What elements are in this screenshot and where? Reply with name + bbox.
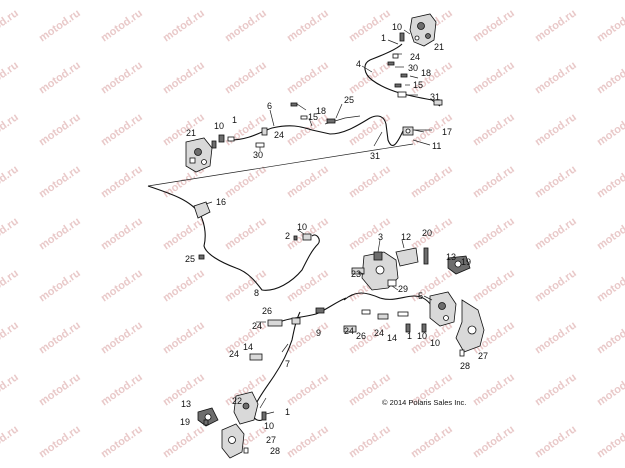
bracket-27-bottom	[221, 423, 245, 459]
caliper-22-bottom	[233, 391, 259, 425]
callout-19: 19	[461, 257, 471, 267]
fitting-top-right	[433, 99, 443, 106]
junction-block-17	[402, 126, 432, 146]
callout-21: 21	[186, 128, 196, 138]
callout-8: 8	[254, 288, 259, 298]
callout-10: 10	[417, 331, 427, 341]
callout-17: 17	[442, 127, 452, 137]
callout-10: 10	[392, 22, 402, 32]
fitting-10-center	[293, 233, 312, 241]
callout-25: 25	[185, 254, 195, 264]
callout-30: 30	[253, 150, 263, 160]
callout-10: 10	[430, 338, 440, 348]
brake-caliper-top-right	[409, 13, 437, 47]
callout-25: 25	[344, 95, 354, 105]
callout-15: 15	[308, 112, 318, 122]
hardware-right-low	[397, 311, 465, 357]
callout-15: 15	[413, 80, 423, 90]
callout-10: 10	[214, 121, 224, 131]
brake-caliper-left-21	[185, 137, 213, 173]
callout-24: 24	[252, 321, 262, 331]
callout-18: 18	[316, 106, 326, 116]
callout-20: 20	[422, 228, 432, 238]
callout-28: 28	[460, 361, 470, 371]
copyright-notice: © 2014 Polaris Sales Inc.	[382, 398, 466, 407]
callout-16: 16	[216, 197, 226, 207]
callout-26: 26	[356, 331, 366, 341]
leader-lines	[205, 29, 433, 415]
callout-1: 1	[381, 33, 386, 43]
switch-20	[423, 247, 429, 265]
valve-assembly-3	[351, 251, 399, 291]
callout-10: 10	[264, 421, 274, 431]
bracket-27-right	[455, 299, 485, 353]
callout-1: 1	[407, 331, 412, 341]
callout-22: 22	[232, 396, 242, 406]
callout-24: 24	[374, 328, 384, 338]
callout-5: 5	[418, 291, 423, 301]
hardware-bottom	[203, 411, 267, 454]
callout-24: 24	[410, 52, 420, 62]
brake-line-5	[343, 292, 435, 311]
callout-18: 18	[421, 68, 431, 78]
callout-21: 21	[434, 42, 444, 52]
callout-29: 29	[398, 284, 408, 294]
callout-24: 24	[229, 349, 239, 359]
callout-26: 26	[262, 306, 272, 316]
callout-1: 1	[285, 407, 290, 417]
hardware-left-cluster	[211, 127, 268, 151]
hub-13-right	[447, 255, 471, 275]
brake-line-6	[229, 115, 404, 147]
callout-31: 31	[370, 151, 380, 161]
callout-6: 6	[267, 101, 272, 111]
bolt-25-left	[198, 254, 205, 260]
brake-line-9	[279, 297, 347, 323]
bolt-10-top	[399, 32, 405, 42]
callout-30: 30	[408, 63, 418, 73]
callout-31: 31	[430, 92, 440, 102]
callout-24: 24	[274, 130, 284, 140]
callout-14: 14	[387, 333, 397, 343]
callout-2: 2	[285, 231, 290, 241]
bracket-12	[395, 247, 419, 267]
hardware-cluster-top	[387, 53, 418, 98]
callout-19: 19	[180, 417, 190, 427]
clip-16	[193, 201, 211, 219]
callout-14: 14	[243, 342, 253, 352]
callout-24: 24	[344, 326, 354, 336]
hardware-cluster-mid	[290, 102, 336, 127]
callout-labels: 10 21 1 24 30 4 18 15 31 17 11 31 25 6 1…	[180, 22, 488, 456]
hardware-center-left	[249, 307, 389, 361]
callout-7: 7	[285, 359, 290, 369]
callout-11: 11	[432, 141, 441, 151]
cut-reference-line	[147, 143, 414, 187]
callout-10: 10	[297, 222, 307, 232]
callout-13: 13	[181, 399, 191, 409]
callout-4: 4	[356, 59, 361, 69]
callout-27: 27	[478, 351, 488, 361]
callout-28: 28	[270, 446, 280, 456]
callout-12: 12	[401, 232, 411, 242]
callout-27: 27	[266, 435, 276, 445]
callout-1: 1	[232, 115, 237, 125]
callout-9: 9	[316, 328, 321, 338]
callout-23: 23	[351, 269, 361, 279]
brake-line-4	[364, 43, 441, 107]
brake-caliper-right-5	[429, 291, 457, 327]
brake-line-8	[147, 185, 320, 291]
callout-13: 13	[446, 252, 456, 262]
callout-3: 3	[378, 232, 383, 242]
